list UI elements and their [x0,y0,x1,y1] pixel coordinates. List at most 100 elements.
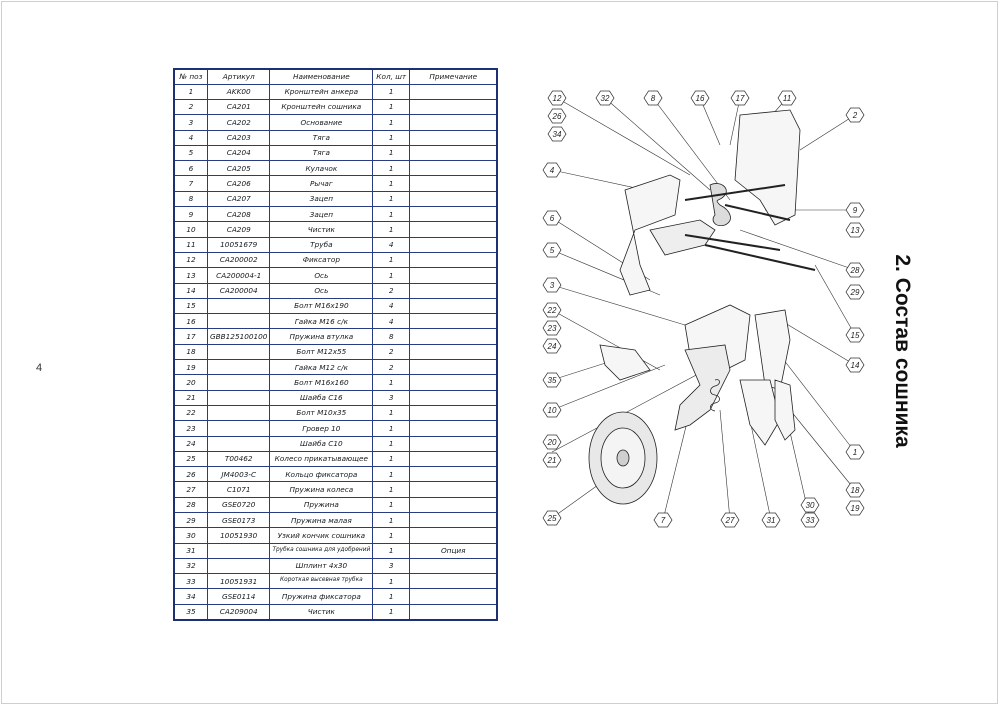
header-quantity: Кол, шт [372,68,411,85]
cell-note [409,404,498,422]
cell-article [206,297,271,315]
cell-note [409,374,498,391]
callout-hexagon [542,452,562,468]
cell-position: 1 [173,83,208,100]
callout-hexagon [845,357,865,373]
callout-hexagon [761,512,781,528]
header-note: Примечание [409,68,498,85]
cell-article: CA209004 [206,603,271,621]
cell-note [409,450,498,468]
cell-article [206,343,271,361]
page-number: 4 [36,362,43,374]
callout-label: 23 [547,324,557,333]
cell-quantity: 1 [372,542,411,559]
cell-name: Пружина колеса [269,481,374,498]
cell-position: 8 [173,190,208,208]
callout-label: 16 [696,94,705,103]
cell-note [409,588,498,605]
callout-hexagon [845,444,865,460]
cell-quantity: 1 [372,404,411,422]
callout-hexagon [542,338,562,354]
callout-hexagon [800,512,820,528]
callout-label: 24 [547,342,557,351]
cell-note [409,175,498,192]
cell-name: Рычаг [269,175,374,192]
cell-article: CA206 [206,175,271,192]
cell-quantity: 1 [372,603,411,621]
callout-label: 13 [851,226,860,235]
cell-article [206,435,271,452]
cell-name: Болт M10x35 [269,404,374,422]
cell-article [206,374,271,391]
cell-quantity: 8 [372,328,411,345]
callout-label: 6 [550,214,555,223]
cell-name: Пружина втулка [269,328,374,345]
callout-label: 19 [851,504,860,513]
cell-article: GSE0114 [206,588,271,605]
cell-quantity: 2 [372,359,411,376]
cell-quantity: 1 [372,251,411,269]
cell-article [206,404,271,422]
cell-quantity: 1 [372,511,411,529]
cell-position: 17 [173,328,208,345]
cell-name: Узкий кончик сошника [269,527,374,544]
section-title: 2. Состав сошника [891,254,914,448]
cell-position: 2 [173,98,208,116]
cell-position: 22 [173,404,208,422]
cell-name: Основание [269,114,374,131]
cell-position: 30 [173,527,208,544]
cell-article: CA200002 [206,251,271,269]
callout-label: 3 [550,281,555,290]
cell-note [409,328,498,345]
cell-article [206,389,271,406]
cell-name: Трубка сошника для удобрений [269,542,374,559]
callout-hexagon [720,512,740,528]
cell-article: CA201 [206,98,271,116]
cell-article: T00462 [206,450,271,468]
callout-label: 8 [651,94,656,103]
parts-table: № поз Артикул Наименование Кол, шт Приме… [173,68,499,622]
callout-label: 22 [547,306,557,315]
cell-name: Гровер 10 [269,420,374,437]
cell-quantity: 1 [372,435,411,452]
cell-quantity: 1 [372,175,411,192]
cell-article: CA202 [206,114,271,131]
callout-hexagon [690,90,710,106]
cell-position: 35 [173,603,208,621]
cell-position: 34 [173,588,208,605]
cell-note [409,435,498,452]
cell-position: 16 [173,313,208,330]
callout-hexagon [542,402,562,418]
cell-name: Пружина [269,496,374,514]
cell-note [409,282,498,299]
cell-article: CA209 [206,221,271,238]
cell-article: CA200004-1 [206,267,271,284]
callout-label: 26 [552,112,562,121]
cell-note [409,114,498,131]
cell-note [409,83,498,100]
cell-position: 19 [173,359,208,376]
cell-name: Кольцо фиксатора [269,466,374,483]
cell-quantity: 1 [372,160,411,177]
cell-position: 31 [173,542,208,559]
cell-quantity: 1 [372,129,411,146]
cell-article: CA200004 [206,282,271,299]
cell-name: Зацеп [269,206,374,223]
cell-article: C1071 [206,481,271,498]
